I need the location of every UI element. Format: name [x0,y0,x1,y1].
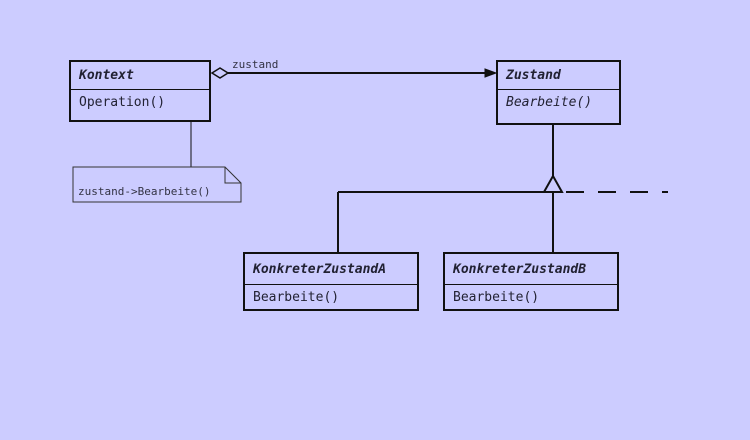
inheritance-triangle-icon [542,173,564,193]
class-konkreter-zustand-b-operation: Bearbeite() [453,290,540,305]
class-konkreter-zustand-a[interactable]: KonkreterZustandA Bearbeite() [243,252,419,311]
note-fold-icon [224,167,241,184]
class-konkreter-zustand-b-name: KonkreterZustandB [445,254,617,285]
association-arrowhead-icon [484,68,498,78]
note-text: zustand->Bearbeite() [78,185,211,198]
note-box [72,166,242,203]
class-zustand-operation: Bearbeite() [506,95,593,110]
class-kontext-name: Kontext [71,62,209,90]
class-kontext-operation: Operation() [79,95,166,110]
class-kontext[interactable]: Kontext Operation() [69,60,211,122]
class-zustand-name: Zustand [498,62,619,90]
association-label: zustand [232,58,279,71]
aggregation-diamond-icon [210,67,230,79]
class-konkreter-zustand-a-operation: Bearbeite() [253,290,340,305]
class-konkreter-zustand-b[interactable]: KonkreterZustandB Bearbeite() [443,252,619,311]
class-konkreter-zustand-a-name: KonkreterZustandA [245,254,417,285]
class-zustand[interactable]: Zustand Bearbeite() [496,60,621,125]
